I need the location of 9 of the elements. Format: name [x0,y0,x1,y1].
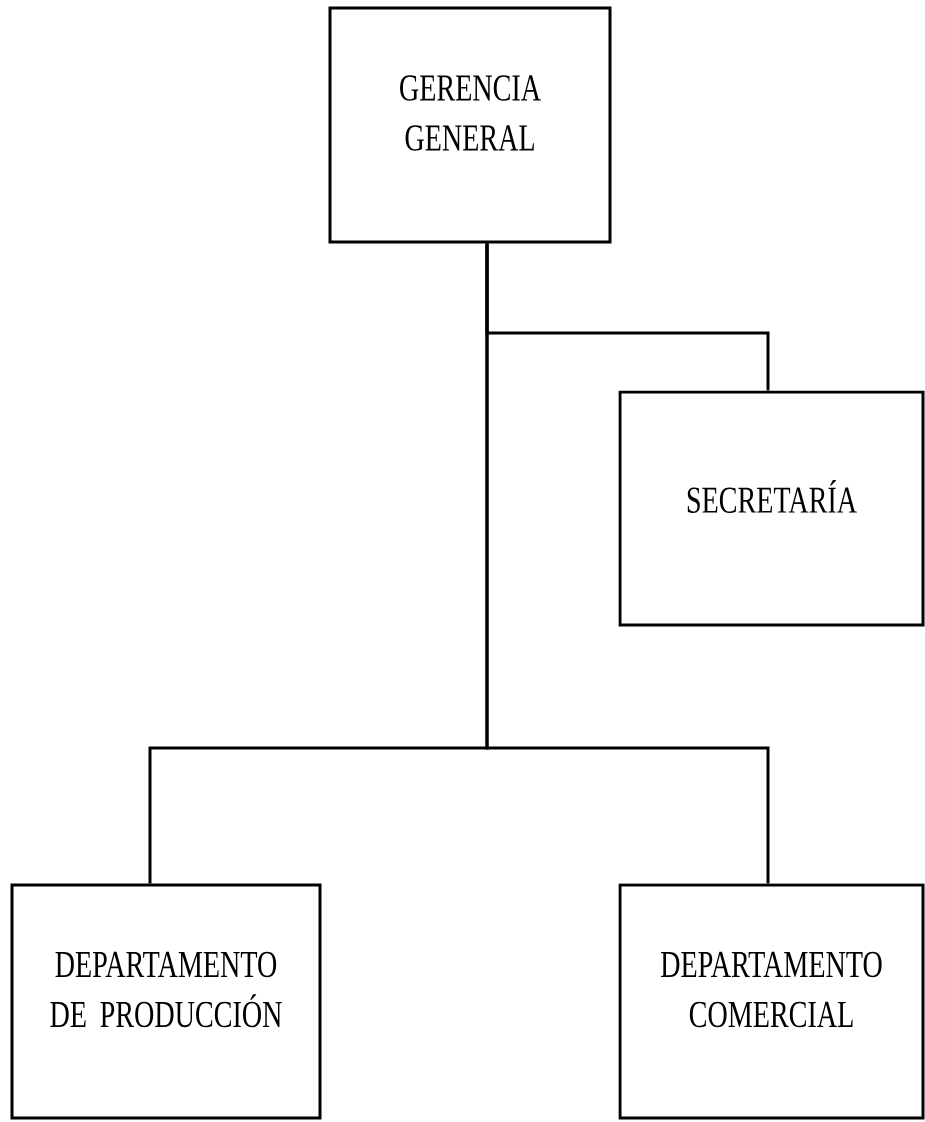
org-box [618,390,925,627]
box-label: DEPARTAMENTO DE PRODUCCIÓN [50,951,282,1028]
org-box [10,883,322,1120]
box-label: SECRETARÍA [687,480,857,513]
org-box [328,6,612,244]
box-label: GERENCIA GENERAL [400,75,541,151]
org-box [618,883,925,1120]
box-label: DEPARTAMENTO COMERCIAL [661,951,882,1028]
connector-line [485,243,770,884]
